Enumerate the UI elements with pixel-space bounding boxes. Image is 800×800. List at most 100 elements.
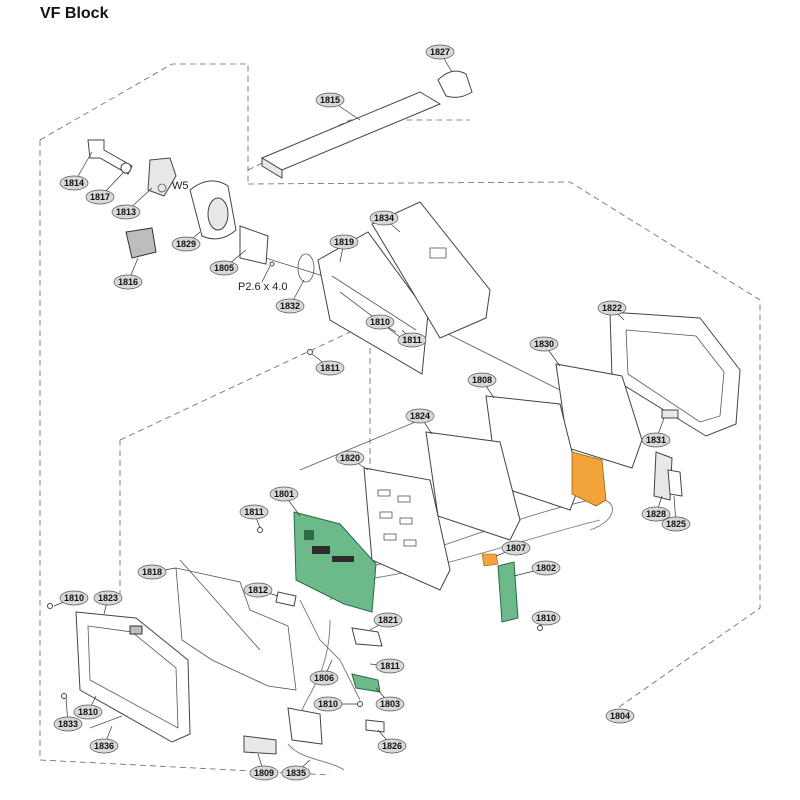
callout-label: 1815 bbox=[320, 95, 340, 105]
callout-bubble bbox=[275, 298, 305, 314]
callout-bubble bbox=[113, 274, 143, 290]
callout-bubble bbox=[375, 658, 405, 674]
knob-1813 bbox=[147, 157, 177, 197]
inner-boundary-1 bbox=[119, 317, 381, 441]
callout-label: 1812 bbox=[248, 585, 268, 595]
callout-1835: 1835 bbox=[281, 759, 311, 781]
callout-1833: 1833 bbox=[53, 697, 83, 732]
display-stack bbox=[363, 311, 741, 591]
callout-1810_left: 1810 bbox=[53, 590, 89, 607]
clip-1831 bbox=[661, 409, 679, 419]
callout-1807: 1807 bbox=[495, 540, 531, 557]
pcb-1803 bbox=[351, 673, 381, 693]
callout-bubble bbox=[209, 260, 239, 276]
callout-1801: 1801 bbox=[269, 486, 301, 517]
cover-frame-inner bbox=[625, 329, 725, 423]
callout-1832: 1832 bbox=[275, 279, 305, 314]
callout-label: 1803 bbox=[380, 699, 400, 709]
callout-bubble bbox=[531, 610, 561, 626]
callout-1805: 1805 bbox=[209, 249, 247, 276]
callout-bubble bbox=[501, 540, 531, 556]
callout-1810_low: 1810 bbox=[313, 696, 358, 712]
washer-w5 bbox=[157, 183, 167, 193]
callout-1827: 1827 bbox=[425, 44, 455, 73]
callout-1802: 1802 bbox=[513, 560, 561, 577]
callout-label: 1810 bbox=[78, 707, 98, 717]
callout-label: 1820 bbox=[340, 453, 360, 463]
callout-label: 1836 bbox=[94, 741, 114, 751]
callout-bubble bbox=[605, 708, 635, 724]
callout-label: 1818 bbox=[142, 567, 162, 577]
callout-bubble bbox=[405, 408, 435, 424]
flex-orange bbox=[571, 451, 607, 507]
callout-bubble bbox=[397, 332, 427, 348]
callout-bubble bbox=[641, 506, 671, 522]
callout-1803: 1803 bbox=[375, 687, 405, 712]
callout-bubble bbox=[269, 486, 299, 502]
callout-1819: 1819 bbox=[329, 234, 359, 263]
callout-label: 1813 bbox=[116, 207, 136, 217]
cap-1827 bbox=[437, 70, 473, 98]
callout-label: 1804 bbox=[610, 711, 630, 721]
callout-bubble bbox=[375, 696, 405, 712]
part-1825 bbox=[667, 469, 683, 497]
callout-bubble bbox=[111, 204, 141, 220]
callout-label: 1823 bbox=[98, 593, 118, 603]
callout-label: 1817 bbox=[90, 192, 110, 202]
callout-1828: 1828 bbox=[641, 495, 671, 522]
leader-screw-spec bbox=[261, 265, 271, 283]
callout-label: 1827 bbox=[430, 47, 450, 57]
callout-bubble bbox=[335, 450, 365, 466]
callout-label: 1835 bbox=[286, 768, 306, 778]
shield-1834 bbox=[371, 201, 491, 339]
callout-label: 1826 bbox=[382, 741, 402, 751]
callout-label: 1810 bbox=[370, 317, 390, 327]
callout-bubble bbox=[309, 670, 339, 686]
callout-label: 1821 bbox=[378, 615, 398, 625]
pad-1812 bbox=[275, 591, 297, 607]
callout-1821: 1821 bbox=[369, 612, 403, 631]
callout-bubble bbox=[365, 314, 395, 330]
screw-1810-low bbox=[357, 701, 363, 707]
side-pcb bbox=[481, 553, 519, 623]
callout-label: 1807 bbox=[506, 543, 526, 553]
callout-label: 1802 bbox=[536, 563, 556, 573]
pcb-chip bbox=[304, 530, 314, 540]
rod-1815 bbox=[260, 91, 442, 171]
callout-bubble bbox=[531, 560, 561, 576]
callout-label: 1810 bbox=[536, 613, 556, 623]
rear-housing-inner bbox=[87, 625, 179, 729]
callout-bubble bbox=[249, 765, 279, 781]
bracket-1821 bbox=[351, 627, 383, 647]
seal-1836 bbox=[89, 715, 123, 729]
callout-bubble bbox=[59, 590, 89, 606]
callout-label: 1829 bbox=[176, 239, 196, 249]
callout-label: 1828 bbox=[646, 509, 666, 519]
housing-tab bbox=[129, 625, 143, 635]
backlight-1824 bbox=[425, 431, 521, 541]
callout-1804: 1804 bbox=[605, 708, 635, 724]
callout-1811_top: 1811 bbox=[311, 353, 345, 376]
callout-label: 1833 bbox=[58, 719, 78, 729]
callout-bubble bbox=[425, 44, 455, 60]
callout-label: 1811 bbox=[320, 363, 340, 373]
callout-1825: 1825 bbox=[661, 495, 691, 532]
gasket-1818 bbox=[175, 567, 297, 691]
callout-bubble bbox=[73, 704, 103, 720]
callout-bubble bbox=[171, 236, 201, 252]
callout-1812: 1812 bbox=[243, 582, 279, 598]
chassis-slots bbox=[377, 489, 417, 547]
chassis-1820 bbox=[363, 467, 451, 591]
screws bbox=[47, 261, 543, 707]
callout-1810_top: 1810 bbox=[365, 314, 397, 333]
callout-1818: 1818 bbox=[137, 564, 177, 580]
callout-1813: 1813 bbox=[111, 187, 153, 220]
pcb-connector-1 bbox=[312, 546, 330, 554]
callout-label: 1808 bbox=[472, 375, 492, 385]
callout-1834: 1834 bbox=[369, 210, 401, 233]
eyecup-lens bbox=[207, 197, 229, 231]
shield-window bbox=[429, 247, 447, 259]
callout-bubble bbox=[315, 92, 345, 108]
callout-bubble bbox=[377, 738, 407, 754]
connector-1809 bbox=[243, 735, 277, 755]
